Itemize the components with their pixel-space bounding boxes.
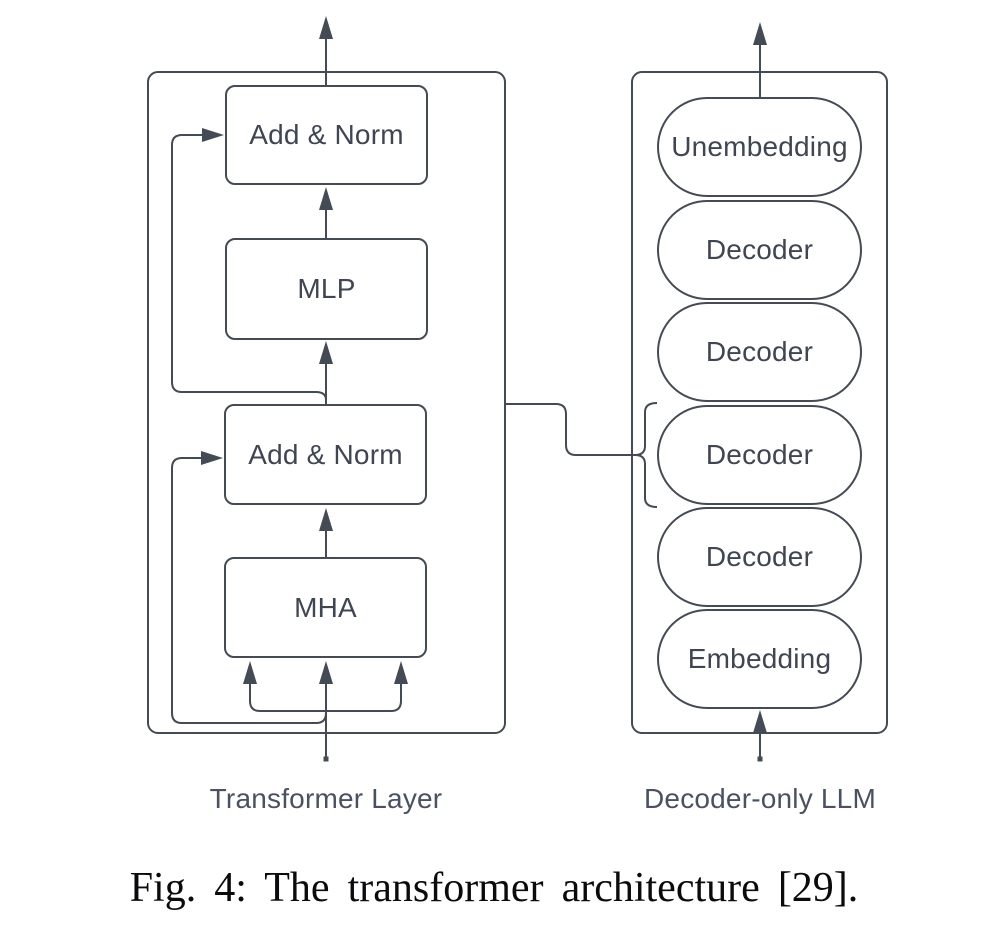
node-label: Decoder	[705, 439, 814, 470]
llm-output-arrowhead-icon	[753, 22, 767, 45]
node-label: Decoder	[705, 336, 814, 367]
residual-skip-bottom-line	[171, 457, 327, 724]
residual-skip-bottom-arrowhead-icon	[201, 451, 223, 465]
node-label: Add & Norm	[249, 119, 404, 150]
layer-output-arrowhead-icon	[319, 16, 333, 39]
figure-caption: Fig. 4: The transformer architecture [29…	[129, 865, 859, 911]
input-left-arrowhead-icon	[243, 661, 257, 684]
node-label: Decoder	[705, 234, 814, 265]
node-label: Decoder	[705, 541, 814, 572]
node-label: Unembedding	[671, 131, 848, 162]
mlp-to-addnorm-arrowhead-icon	[319, 187, 333, 210]
input-left-branch-line	[249, 682, 326, 712]
addnorm2-to-mlp-arrowhead-icon	[319, 341, 333, 364]
node-decoder-4: Decoder	[657, 507, 862, 607]
node-embedding: Embedding	[657, 609, 862, 709]
mha-to-addnorm2-arrowhead-icon	[319, 508, 333, 531]
input-center-arrowhead-icon	[319, 661, 333, 684]
input-endpoint-dot-left	[323, 756, 329, 762]
input-right-branch-line	[326, 682, 402, 712]
node-label: Embedding	[687, 643, 832, 674]
node-label: Add & Norm	[248, 438, 403, 470]
transformer-layer-label: Transformer Layer	[209, 783, 443, 814]
node-decoder-1: Decoder	[657, 200, 862, 300]
node-decoder-3: Decoder	[657, 405, 862, 505]
input-right-arrowhead-icon	[394, 661, 408, 684]
node-mha: MHA	[224, 557, 427, 658]
node-add-norm-top: Add & Norm	[225, 85, 428, 185]
node-label: MLP	[297, 273, 356, 304]
decoder-llm-label: Decoder-only LLM	[644, 783, 876, 814]
node-decoder-2: Decoder	[657, 302, 862, 402]
curly-brace-icon	[634, 402, 658, 508]
node-label: MHA	[294, 591, 357, 623]
node-add-norm-bottom: Add & Norm	[224, 404, 427, 505]
layer-to-decoder-connector-line	[505, 403, 635, 456]
input-endpoint-dot-right	[757, 756, 763, 762]
node-unembedding: Unembedding	[657, 97, 862, 197]
residual-skip-top-line	[171, 134, 327, 401]
residual-skip-top-arrowhead-icon	[202, 128, 224, 142]
llm-input-arrowhead-icon	[753, 710, 767, 733]
node-mlp: MLP	[225, 238, 428, 340]
